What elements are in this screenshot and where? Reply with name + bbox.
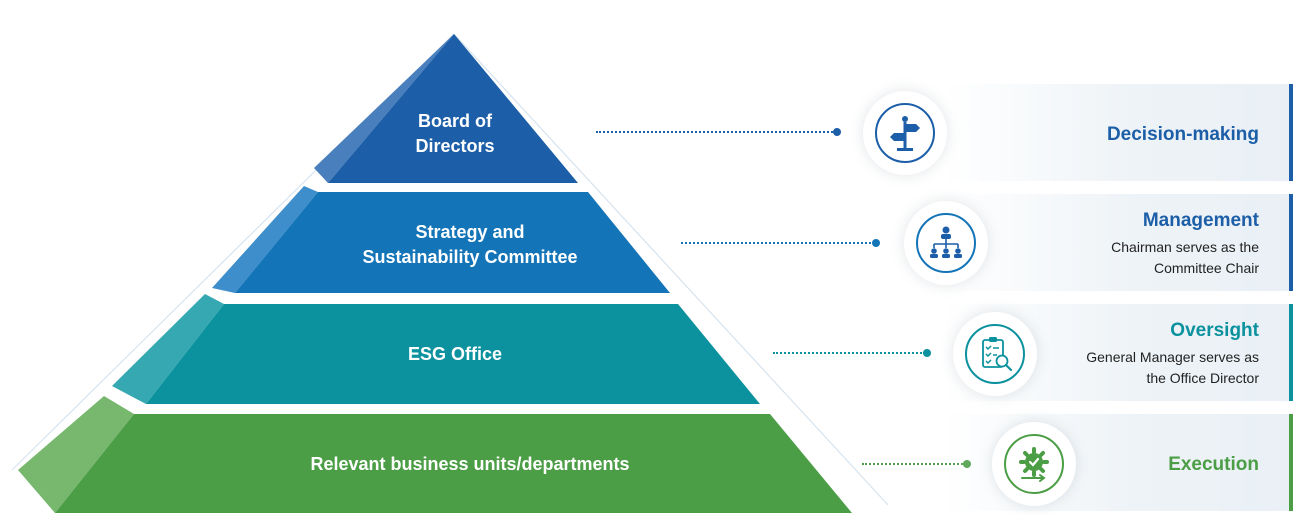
role-description: General Manager serves as the Office Dir… [1086, 349, 1259, 386]
pyramid-tier [235, 192, 670, 293]
tier-label-esg-office: ESG Office [407, 344, 503, 364]
clipboard-search-icon [953, 312, 1037, 396]
pyramid-tier [328, 34, 578, 183]
connector-dot-management [872, 239, 880, 247]
role-bar [1289, 304, 1293, 401]
role-bar [1289, 194, 1293, 291]
role-title: Decision-making [1106, 124, 1259, 145]
role-panel-management: Management Chairman serves as the Commit… [943, 194, 1293, 291]
connector-decision [596, 131, 836, 133]
tier-label-committee: Strategy and Sustainability Committee [362, 222, 578, 267]
role-title: Management [1142, 210, 1259, 231]
connector-oversight [773, 352, 925, 354]
pyramid-tier [55, 414, 852, 513]
pyramid-tier [146, 304, 760, 404]
role-bar [1289, 414, 1293, 511]
role-title: Execution [1168, 454, 1259, 475]
connector-execution [862, 463, 966, 465]
role-panel-decision-making: Decision-making [943, 84, 1293, 181]
connector-management [681, 242, 875, 244]
connector-dot-decision [833, 128, 841, 136]
role-bar [1289, 84, 1293, 181]
pyramid-tier-side [18, 396, 134, 513]
pyramid-tier-side [212, 186, 318, 293]
role-title: Oversight [1170, 320, 1259, 341]
tier-label-board: Board of Directors [415, 111, 495, 156]
org-chart-icon [904, 201, 988, 285]
pyramid-tier-side [112, 294, 224, 404]
role-description: Chairman serves as the Committee Chair [1111, 239, 1259, 276]
signpost-icon [863, 91, 947, 175]
gear-check-icon [992, 422, 1076, 506]
connector-dot-oversight [923, 349, 931, 357]
pyramid-tier-side [314, 34, 454, 183]
tier-label-business-units: Relevant business units/departments [310, 454, 630, 474]
